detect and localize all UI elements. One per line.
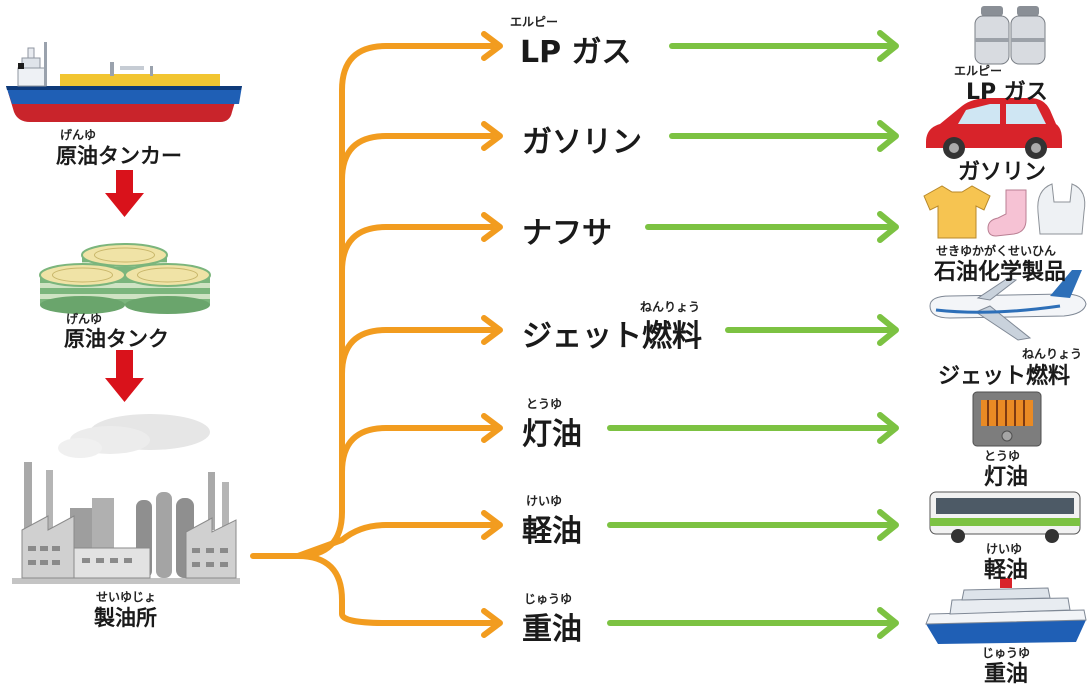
result-jet-ruby: ねんりょう (1022, 347, 1083, 361)
product-diesel-ruby: けいゆ (526, 494, 563, 508)
ship-icon (925, 578, 1087, 644)
product-lpg: LP ガス (520, 35, 632, 70)
result-petrochem: 石油化学製品 (934, 260, 1067, 285)
result-diesel-ruby: けいゆ (986, 542, 1023, 556)
product-naphtha: ナフサ (522, 216, 612, 251)
heater-icon (972, 391, 1042, 447)
result-gasoline: ガソリン (958, 160, 1047, 185)
product-gasoline: ガソリン (522, 125, 642, 160)
tank-label: 原油タンク (64, 327, 169, 351)
result-lpg-ruby: エルピー (954, 64, 1003, 78)
product-kerosene: 灯油 (522, 417, 582, 452)
bus-icon (929, 491, 1081, 543)
tanker-icon (6, 42, 242, 122)
product-kerosene-ruby: とうゆ (526, 397, 563, 411)
branch-arrows (250, 43, 495, 626)
airplane-icon (929, 270, 1087, 341)
product-jet: ジェット燃料 (522, 319, 702, 354)
result-heavy-ruby: じゅうゆ (982, 646, 1031, 660)
down-arrow-1 (105, 170, 144, 217)
product-jet-ruby: ねんりょう (640, 300, 701, 314)
down-arrow-2 (105, 350, 144, 402)
result-diesel: 軽油 (984, 558, 1029, 583)
product-heavy: 重油 (522, 612, 582, 647)
product-lpg-ruby: エルピー (510, 15, 559, 29)
result-petrochem-ruby: せきゆかがくせいひん (936, 244, 1057, 258)
product-diesel: 軽油 (522, 514, 582, 549)
branch-arrowheads (481, 31, 503, 638)
result-lpg: LP ガス (966, 80, 1048, 105)
tshirt-sock-bag-icon (923, 183, 1086, 239)
tanker-ruby: げんゆ (60, 128, 97, 142)
result-heavy: 重油 (984, 662, 1029, 687)
refinery-icon (12, 414, 240, 584)
result-kerosene: 灯油 (984, 465, 1029, 490)
output-arrowheads (877, 30, 899, 639)
product-heavy-ruby: じゅうゆ (524, 592, 573, 606)
output-arrows (607, 43, 893, 626)
refinery-label: 製油所 (94, 606, 157, 630)
car-icon (926, 98, 1062, 159)
result-jet: ジェット燃料 (938, 364, 1071, 389)
oil-tank-icon (39, 243, 211, 314)
tanker-label: 原油タンカー (56, 144, 182, 168)
refinery-ruby: せいゆじょ (96, 590, 157, 604)
tank-ruby: げんゆ (66, 312, 103, 326)
result-kerosene-ruby: とうゆ (984, 449, 1021, 463)
gas-cylinder-icon (974, 6, 1046, 65)
